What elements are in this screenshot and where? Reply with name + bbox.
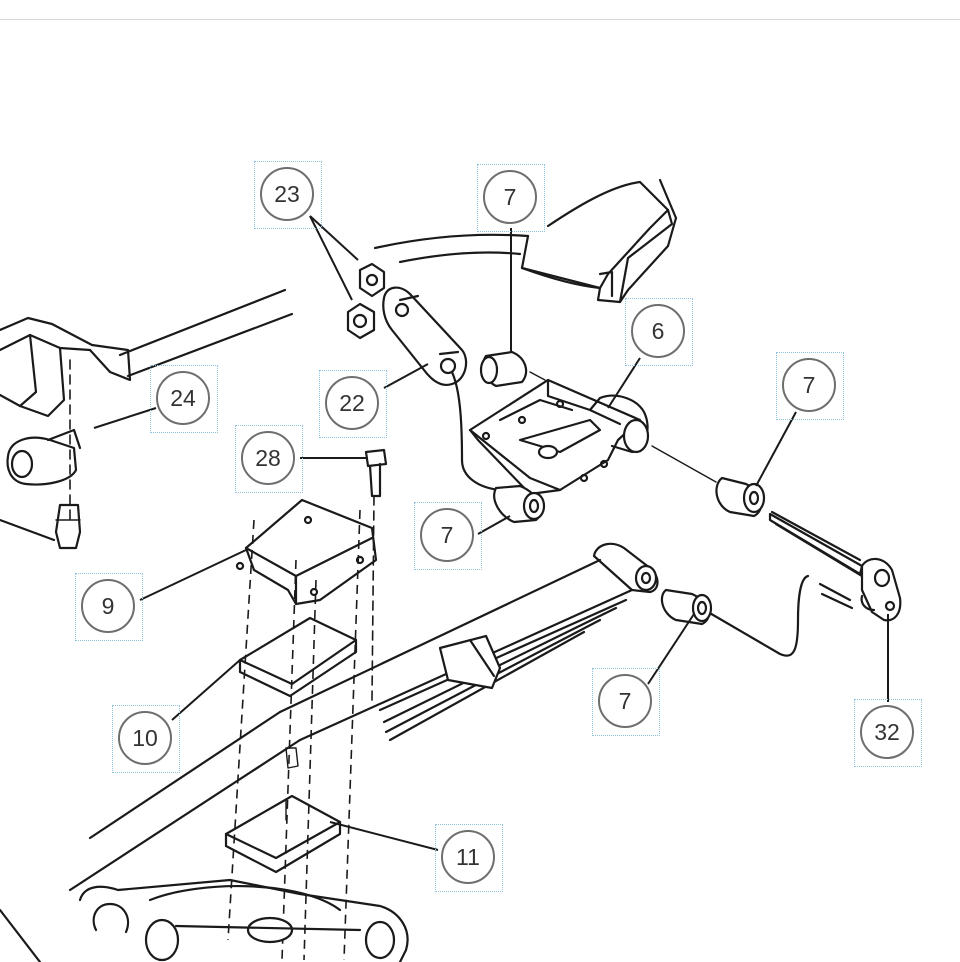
callout-7-top[interactable]: 7 — [477, 164, 545, 232]
callout-7-lower[interactable]: 7 — [592, 668, 660, 736]
callout-label: 7 — [440, 521, 454, 548]
spring-bottom-plate — [224, 747, 342, 874]
callout-11[interactable]: 11 — [435, 824, 503, 892]
callout-7-right[interactable]: 7 — [776, 352, 844, 420]
callout-22[interactable]: 22 — [319, 370, 387, 438]
bushing-middle — [493, 484, 546, 524]
callout-6-ring: 6 — [631, 304, 685, 358]
spacer-block — [238, 616, 358, 698]
callout-label: 9 — [101, 592, 115, 619]
callout-label: 24 — [170, 384, 196, 411]
callout-24[interactable]: 24 — [150, 365, 218, 433]
callout-24-ring: 24 — [156, 371, 210, 425]
bushing-right — [715, 476, 766, 518]
callout-10[interactable]: 10 — [112, 705, 180, 773]
callout-label: 23 — [274, 180, 300, 207]
plate-bolt — [364, 448, 388, 701]
bushing-top — [479, 350, 546, 388]
frame-rail — [373, 178, 678, 304]
spring-top-plate — [235, 498, 378, 606]
callout-label: 22 — [339, 389, 365, 416]
bushing-lower — [660, 588, 713, 626]
callout-6[interactable]: 6 — [625, 298, 693, 366]
callout-9[interactable]: 9 — [75, 573, 143, 641]
callout-7-top-ring: 7 — [483, 170, 537, 224]
callout-11-ring: 11 — [441, 830, 495, 884]
callout-label: 6 — [651, 317, 665, 344]
shackle-nuts — [346, 262, 386, 340]
callout-9-ring: 9 — [81, 579, 135, 633]
shackle-bolt-assembly — [706, 510, 902, 657]
callout-28-ring: 28 — [241, 431, 295, 485]
callout-7-lower-ring: 7 — [598, 674, 652, 728]
callout-32-ring: 32 — [860, 705, 914, 759]
callout-7-middle[interactable]: 7 — [414, 502, 482, 570]
callout-label: 10 — [132, 724, 158, 751]
top-divider — [0, 19, 960, 20]
callout-23-ring: 23 — [260, 167, 314, 221]
callout-7-right-ring: 7 — [782, 358, 836, 412]
callout-label: 11 — [456, 843, 480, 870]
callout-label: 32 — [874, 718, 900, 745]
front-hanger-bracket — [0, 288, 294, 550]
spring-hanger — [468, 378, 717, 496]
callout-28[interactable]: 28 — [235, 425, 303, 493]
callout-label: 28 — [255, 444, 281, 471]
axle-housing — [0, 878, 409, 962]
leaf-spring — [68, 542, 659, 892]
callout-22-ring: 22 — [325, 376, 379, 430]
callout-7-middle-ring: 7 — [420, 508, 474, 562]
callout-label: 7 — [802, 371, 816, 398]
callout-23[interactable]: 23 — [254, 161, 322, 229]
shackle-plate — [382, 286, 502, 492]
callout-10-ring: 10 — [118, 711, 172, 765]
callout-label: 7 — [503, 183, 517, 210]
callout-32[interactable]: 32 — [854, 699, 922, 767]
leader-lines — [93, 215, 889, 851]
callout-label: 7 — [618, 687, 632, 714]
u-bolt-guide-lines — [227, 509, 361, 961]
